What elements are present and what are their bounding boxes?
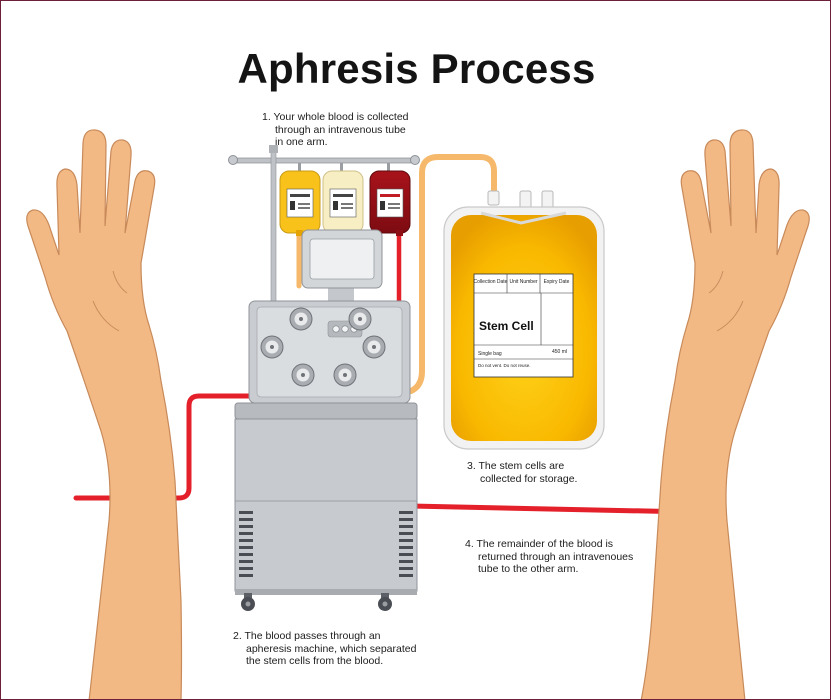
label-header-unit-number: Unit Number (509, 279, 537, 285)
caster-left (241, 593, 255, 611)
label-header-expiry-date: Expiry Date (544, 279, 570, 285)
stem-cell-label: Collection Date Unit Number Expiry Date … (474, 273, 574, 378)
blood-out-line (408, 503, 694, 515)
step-4-line-3: tube to the other arm. (478, 563, 579, 575)
step-4-text: 4. The remainder of the blood is returne… (465, 538, 633, 576)
iv-stand (228, 145, 420, 332)
label-header-collection-date: Collection Date (474, 279, 508, 285)
pump-top-right (348, 307, 372, 331)
pump-bottom-left (291, 363, 315, 387)
label-warning: Do not vent. Do not reuse. (478, 363, 531, 368)
step-2-text: 2. The blood passes through an apheresis… (233, 630, 416, 668)
step-4-line-1: 4. The remainder of the blood is (465, 538, 614, 550)
blood-in-line (73, 393, 254, 501)
label-bag-type: Single bag (478, 351, 502, 357)
step-2-line-2: apheresis machine, which separated (246, 642, 417, 655)
vent-left (239, 511, 253, 577)
tubes (73, 154, 694, 515)
vent-right (399, 511, 413, 577)
pump-bottom-right (333, 363, 357, 387)
step-3-text: 3. The stem cells are collected for stor… (467, 460, 577, 485)
step-2-line-3: the stem cells from the blood. (246, 655, 384, 667)
pump-mid-right (362, 335, 386, 359)
step-3-line-1: 3. The stem cells are (467, 460, 565, 472)
step-1-line-2: through an intravenous tube (275, 123, 406, 136)
left-arm (26, 129, 183, 699)
red-blood-bag (369, 170, 411, 236)
step-1-text: 1. Your whole blood is collected through… (262, 111, 409, 149)
page-title: Aphresis Process (237, 45, 596, 92)
step-1-line-3: in one arm. (275, 136, 328, 148)
caster-right (378, 593, 392, 611)
step-4-line-2: returned through an intravenoues (478, 550, 634, 563)
step-2-line-1: 2. The blood passes through an (233, 630, 381, 642)
pump-mid-left (260, 335, 284, 359)
label-product-name: Stem Cell (479, 319, 534, 333)
yellow-bag (279, 170, 321, 236)
plasma-bag (322, 170, 364, 236)
orange-tube (408, 154, 497, 394)
label-volume: 450 ml (552, 349, 567, 355)
step-3-line-2: collected for storage. (480, 472, 578, 485)
right-arm (640, 129, 810, 699)
apheresis-machine (234, 229, 418, 611)
stem-cell-bag: Collection Date Unit Number Expiry Date … (443, 190, 605, 450)
pump-top-left (289, 307, 313, 331)
step-1-line-1: 1. Your whole blood is collected (262, 111, 409, 123)
